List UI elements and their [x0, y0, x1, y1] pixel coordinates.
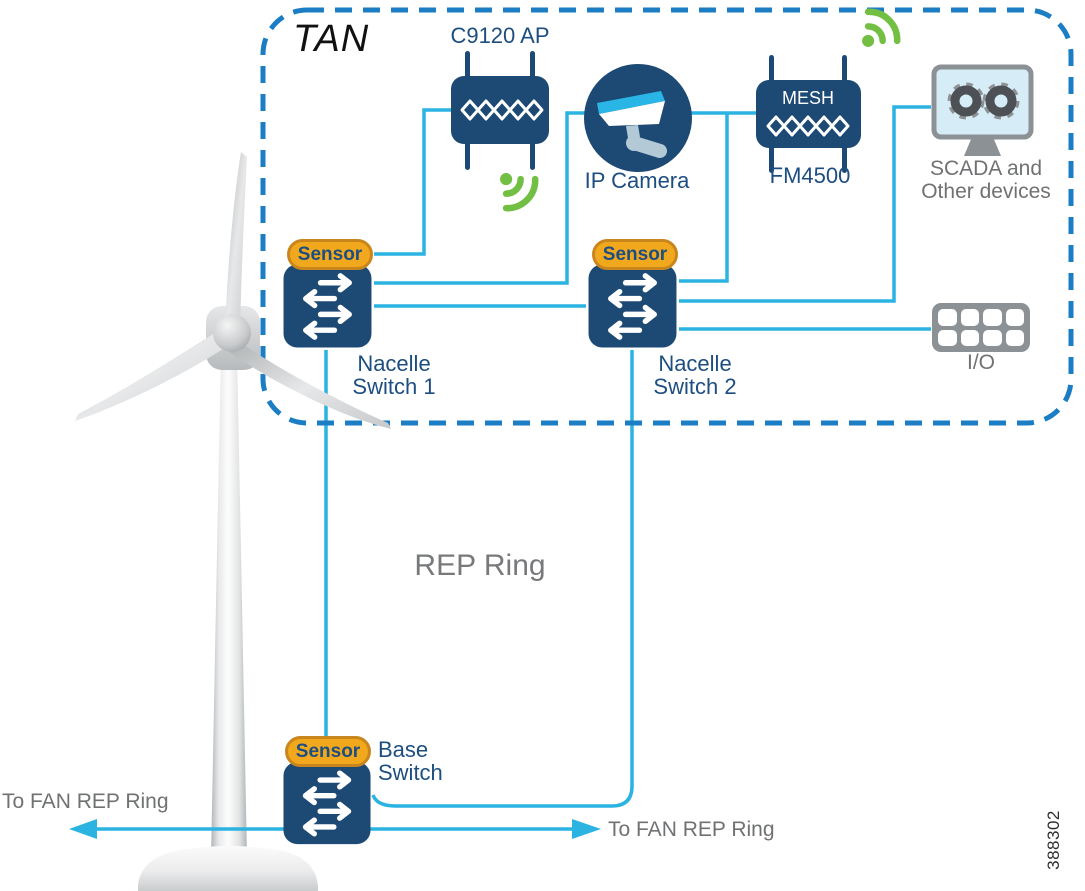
mesh-radio-icon: MESH [756, 55, 861, 173]
switch2-label-line1: Nacelle [658, 351, 732, 376]
switch2-label: Nacelle Switch 2 [625, 352, 765, 398]
base-switch-sensor-badge: Sensor [285, 736, 371, 767]
wire-switch2-to-scada [679, 105, 931, 303]
tan-zone-title: TAN [293, 18, 370, 60]
switch2-label-line2: Switch 2 [653, 374, 737, 399]
switch1-label-line2: Switch 1 [352, 374, 436, 399]
io-label: I/O [966, 351, 995, 374]
turbine-base-pedestal [138, 846, 318, 891]
gear-icon [982, 82, 1020, 120]
io-module-icon [932, 303, 1030, 352]
turbine-blade-up [225, 152, 247, 336]
ap-wireless-signal-icon [500, 173, 539, 212]
to-fan-rep-ring-right-label: To FAN REP Ring [608, 818, 775, 841]
wire-mesh-to-switch2 [679, 113, 729, 283]
turbine-hub [213, 314, 251, 352]
switch1-label-line1: Nacelle [357, 351, 431, 376]
turbine-tower [211, 350, 247, 858]
rep-ring-label: REP Ring [414, 549, 546, 582]
scada-label-line1: SCADA and [929, 157, 1043, 180]
turbine-blade-right [229, 341, 391, 429]
switch1-label: Nacelle Switch 1 [324, 352, 464, 398]
to-fan-rep-ring-left-label: To FAN REP Ring [2, 790, 169, 813]
base-switch-label-line1: Base [378, 737, 429, 762]
nacelle-switch-2-icon [588, 264, 677, 348]
mesh-label: FM4500 [769, 163, 851, 188]
camera-label: IP Camera [584, 168, 690, 193]
arrowhead-right [572, 819, 601, 839]
base-switch-label-line2: Switch [378, 760, 443, 785]
tan-dashed-border [260, 7, 1074, 426]
scada-label: SCADA and Other devices [906, 157, 1066, 203]
ap-label: C9120 AP [450, 23, 550, 48]
mesh-wireless-signal-icon [862, 8, 901, 47]
figure-number: 388302 [1044, 810, 1063, 870]
mesh-panel-text: MESH [782, 88, 834, 108]
arrowhead-left [69, 819, 97, 839]
wire-switch2-to-base [371, 350, 634, 808]
wire-ap-to-switch1 [374, 108, 452, 256]
scada-label-line2: Other devices [921, 180, 1051, 203]
nacelle-switch-1-icon [283, 264, 372, 348]
ip-camera-icon [584, 64, 692, 172]
gear-icon [947, 82, 985, 120]
switch1-sensor-badge: Sensor [287, 239, 373, 270]
scada-monitor-icon [931, 64, 1034, 156]
turbine-blade-left [75, 325, 235, 421]
switch2-sensor-badge: Sensor [592, 239, 678, 270]
base-switch-icon [283, 761, 371, 845]
access-point-icon [451, 51, 549, 170]
base-switch-label: Base Switch [378, 738, 498, 784]
